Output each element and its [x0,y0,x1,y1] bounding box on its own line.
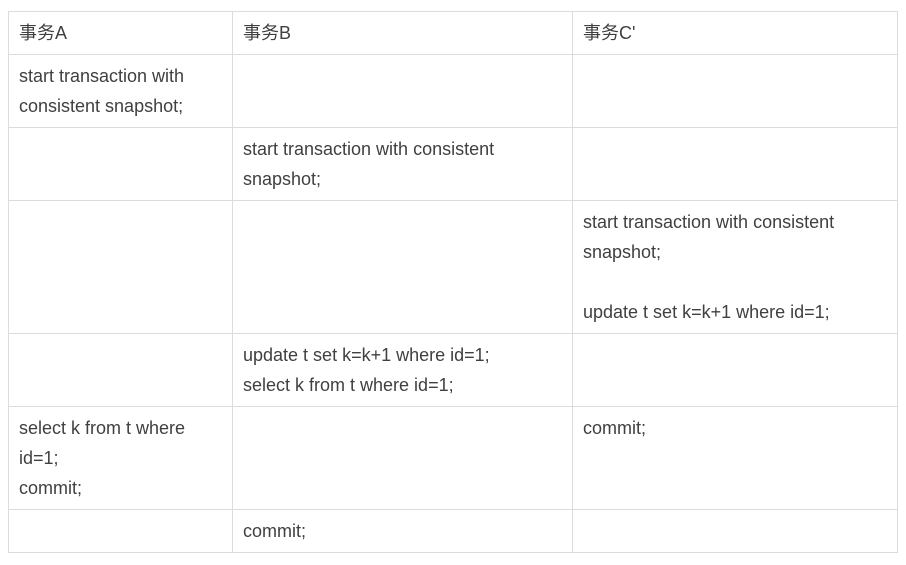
table-cell-c: start transaction with consistent snapsh… [572,200,898,334]
column-header-transaction-b: 事务B [232,11,573,55]
table-cell-a: select k from t where id=1; commit; [8,406,233,510]
table-cell-c [572,54,898,128]
table-row: start transaction with consistent snapsh… [8,54,898,128]
table-cell-b [232,200,573,334]
table-cell-a [8,333,233,407]
header-row: 事务A 事务B 事务C' [8,11,898,55]
table-row: commit; [8,509,898,553]
table-cell-c: commit; [572,406,898,510]
table-cell-a [8,127,233,201]
table-row: start transaction with consistent snapsh… [8,200,898,334]
table-cell-b [232,54,573,128]
column-header-transaction-c: 事务C' [572,11,898,55]
table-row: update t set k=k+1 where id=1; select k … [8,333,898,407]
table-cell-b [232,406,573,510]
table-cell-c [572,127,898,201]
table-row: start transaction with consistent snapsh… [8,127,898,201]
column-header-transaction-a: 事务A [8,11,233,55]
transaction-timeline-table: 事务A 事务B 事务C' start transaction with cons… [8,11,898,553]
table-cell-b: commit; [232,509,573,553]
table-row: select k from t where id=1; commit; comm… [8,406,898,510]
table-cell-a: start transaction with consistent snapsh… [8,54,233,128]
table-cell-b: start transaction with consistent snapsh… [232,127,573,201]
table-cell-c [572,509,898,553]
table-cell-a [8,509,233,553]
table-cell-a [8,200,233,334]
table-cell-c [572,333,898,407]
table-cell-b: update t set k=k+1 where id=1; select k … [232,333,573,407]
